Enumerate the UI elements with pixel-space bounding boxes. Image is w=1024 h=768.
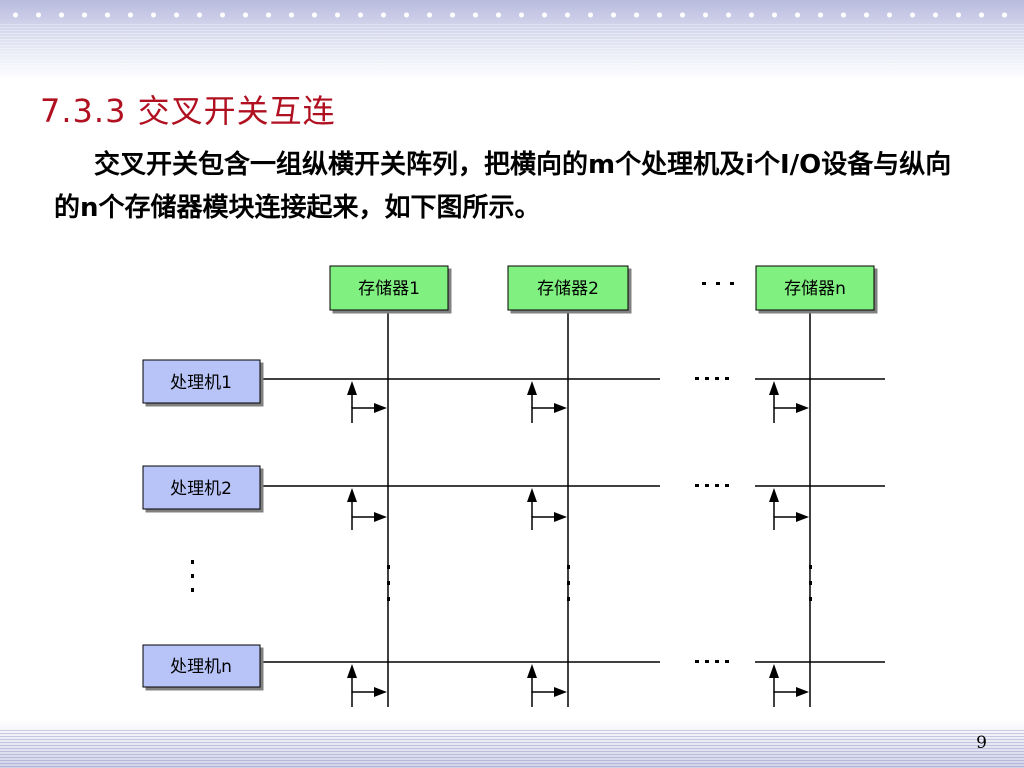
vertical-ellipsis — [191, 560, 812, 601]
footer-band — [0, 720, 1024, 768]
processor-2 — [142, 465, 261, 510]
memory-module-2 — [507, 265, 629, 311]
slide-title: 7.3.3 交叉开关互连 — [40, 92, 336, 130]
crosspoint-switch-1-1 — [347, 381, 387, 423]
processor-buses — [260, 378, 885, 663]
crosspoint-switch-2-2 — [527, 488, 567, 530]
decorative-stripes — [0, 24, 1024, 68]
memory-module-n — [755, 265, 875, 311]
crosspoint-switch-1-n — [769, 381, 809, 423]
crosspoint-switch-2-n — [769, 488, 809, 530]
crosspoint-switch-n-2 — [527, 664, 567, 707]
crosspoint-switch-2-1 — [347, 488, 387, 530]
processor-n — [142, 644, 261, 688]
memory-module-n-label: 存储器n — [784, 279, 846, 299]
memory-module-2-label: 存储器2 — [537, 279, 599, 299]
memory-module-1 — [329, 265, 449, 311]
processor-n-label: 处理机n — [170, 657, 232, 677]
memory-buses — [387, 310, 811, 707]
horizontal-ellipsis — [695, 282, 734, 663]
crossbar-diagram: 存储器1 存储器2 存储器n 处理机1 处理机2 处理机n — [130, 255, 900, 715]
decorative-dots — [0, 9, 1024, 21]
crosspoint-switch-n-n — [769, 664, 809, 707]
processor-2-label: 处理机2 — [170, 479, 232, 499]
processor-1-label: 处理机1 — [170, 373, 232, 393]
slide-paragraph: 交叉开关包含一组纵横开关阵列，把横向的m个处理机及i个I/O设备与纵向的n个存储… — [54, 150, 952, 223]
crosspoint-switches — [347, 381, 809, 707]
header-band — [0, 0, 1024, 80]
crosspoint-switch-1-2 — [527, 381, 567, 423]
processor-1 — [142, 359, 261, 404]
memory-module-1-label: 存储器1 — [358, 279, 420, 299]
page-number: 9 — [976, 733, 987, 753]
crosspoint-switch-n-1 — [347, 664, 387, 707]
